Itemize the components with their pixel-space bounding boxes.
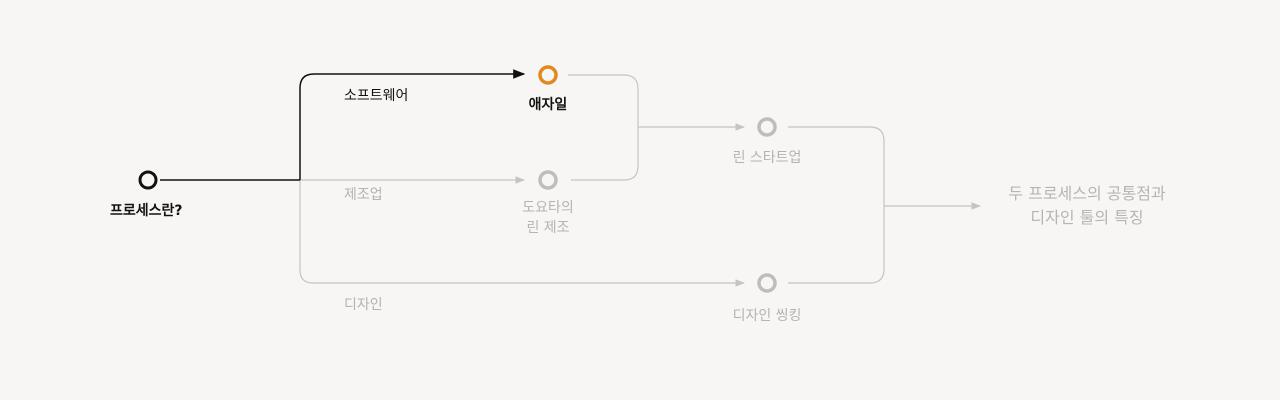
lean-startup-node <box>757 117 777 137</box>
connector-lean-startup-out <box>788 126 885 284</box>
toyota-label-line2: 린 제조 <box>526 220 570 236</box>
destination-line2: 디자인 툴의 특징 <box>1030 208 1144 227</box>
toyota-label: 도요타의 린 제조 <box>498 198 598 238</box>
branch-manufacturing-label: 제조업 <box>344 187 383 203</box>
start-node <box>138 170 158 190</box>
connector-software-to-agile <box>299 69 526 180</box>
connector-design-branch <box>299 180 745 287</box>
destination-label: 두 프로세스의 공통점과 디자인 툴의 특징 <box>987 182 1187 230</box>
agile-node <box>538 65 558 85</box>
destination-line1: 두 프로세스의 공통점과 <box>1008 184 1166 203</box>
design-thinking-node <box>757 273 777 293</box>
connector-agile-to-merge <box>568 74 639 181</box>
toyota-node <box>538 170 558 190</box>
start-label: 프로세스란? <box>110 203 183 219</box>
branch-design-label: 디자인 <box>344 297 383 313</box>
branch-software-label: 소프트웨어 <box>344 88 409 104</box>
agile-label: 애자일 <box>528 97 568 113</box>
toyota-label-line1: 도요타의 <box>522 200 574 216</box>
lean-startup-label: 린 스타트업 <box>732 150 802 166</box>
design-thinking-label: 디자인 씽킹 <box>732 308 802 324</box>
